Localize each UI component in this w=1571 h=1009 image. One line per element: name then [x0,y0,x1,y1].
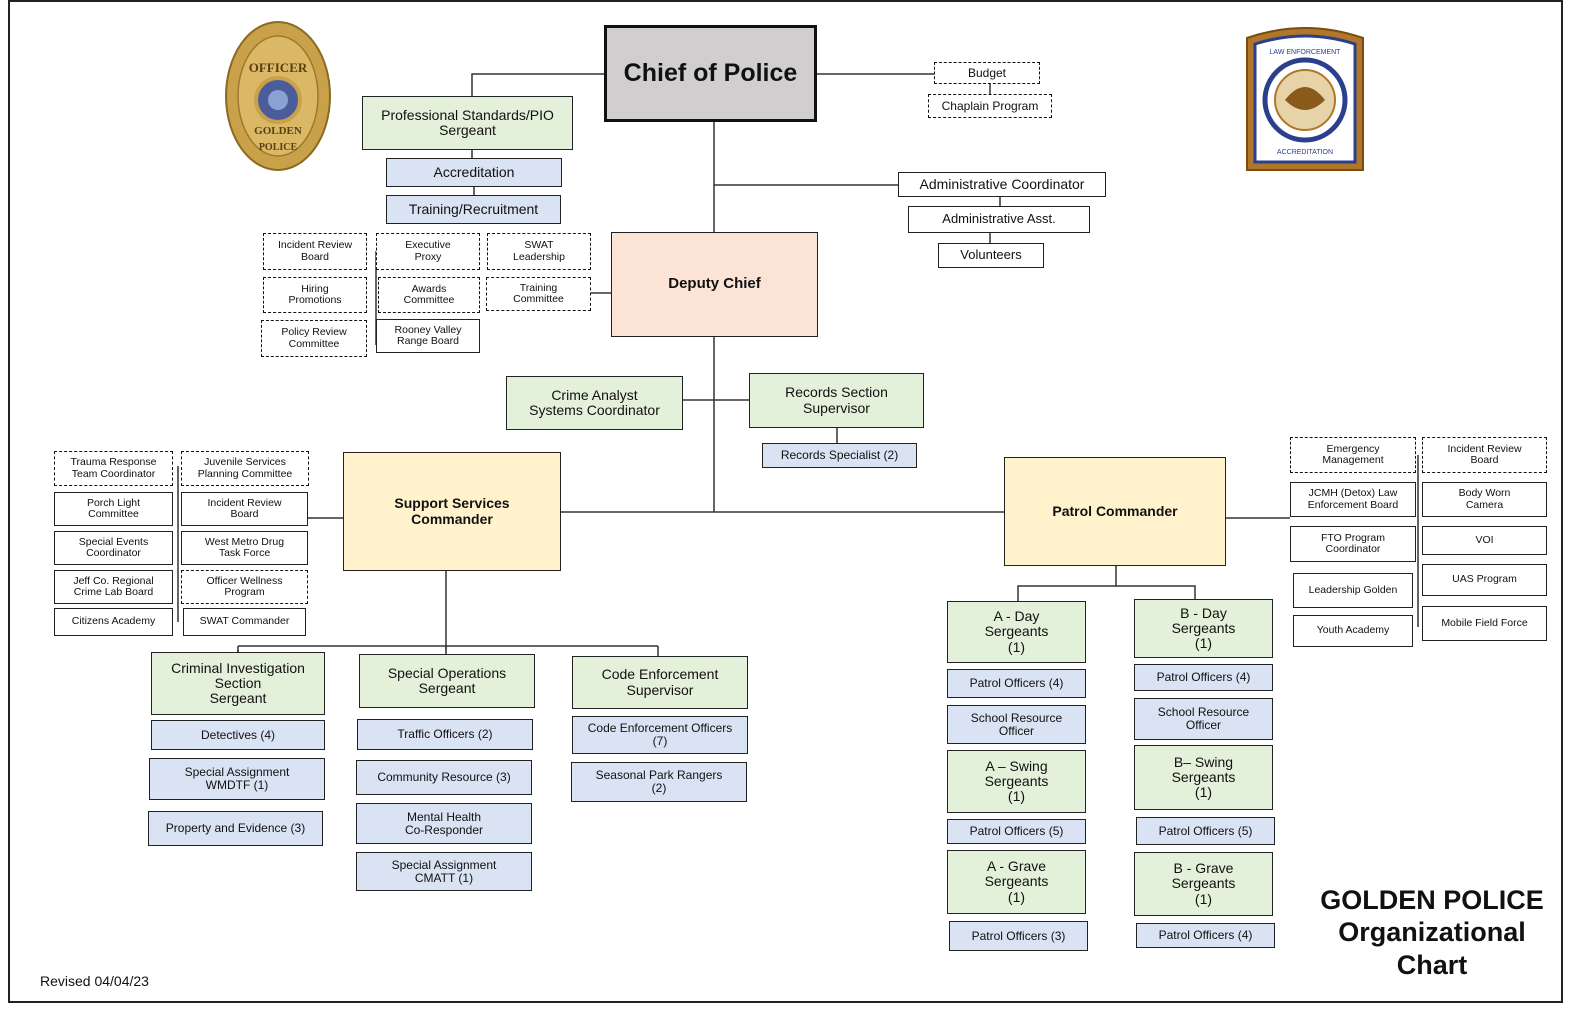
patrol-commander-box: Patrol Commander [1004,457,1226,566]
b-school-resource-officer-box: School Resource Officer [1134,698,1273,740]
pc-leadership-golden-box: Leadership Golden [1293,573,1413,608]
detectives-box: Detectives (4) [151,720,325,750]
pc-body-worn-camera-box: Body Worn Camera [1422,482,1547,517]
records-specialist-box: Records Specialist (2) [762,443,917,468]
chart-frame [8,0,1563,1003]
title-line-2: Organizational [1338,917,1526,948]
a-school-resource-officer-box: School Resource Officer [947,705,1086,744]
b-swing-sergeants-box: B– Swing Sergeants (1) [1134,745,1273,810]
ss-citizens-academy-box: Citizens Academy [54,608,173,636]
chief-of-police-box: Chief of Police [604,25,817,122]
a-swing-sergeants-box: A – Swing Sergeants (1) [947,750,1086,813]
b-swing-patrol-officers-box: Patrol Officers (5) [1136,817,1275,845]
b-day-patrol-officers-box: Patrol Officers (4) [1134,664,1273,691]
ss-officer-wellness-box: Officer Wellness Program [181,570,308,604]
ss-west-metro-box: West Metro Drug Task Force [181,531,308,565]
support-services-commander-box: Support Services Commander [343,452,561,571]
revised-date: Revised 04/04/23 [40,973,149,989]
pc-youth-academy-box: Youth Academy [1293,615,1413,647]
dc-incident-review-box: Incident Review Board [263,233,367,270]
community-resource-box: Community Resource (3) [356,760,532,795]
volunteers-box: Volunteers [938,243,1044,268]
pc-fto-program-box: FTO Program Coordinator [1290,526,1416,562]
police-badge-logo: OFFICER GOLDEN POLICE [225,21,331,171]
badge-text-mid: GOLDEN [254,125,302,137]
title-line-1: GOLDEN POLICE [1320,885,1544,915]
records-supervisor-box: Records Section Supervisor [749,373,924,428]
a-swing-patrol-officers-box: Patrol Officers (5) [947,819,1086,844]
pc-incident-review-box: Incident Review Board [1422,437,1547,473]
ss-jeffco-crime-lab-box: Jeff Co. Regional Crime Lab Board [54,570,173,604]
badge-text-top: OFFICER [249,60,308,75]
dc-hiring-promotions-box: Hiring Promotions [263,277,367,313]
pc-jcmh-board-box: JCMH (Detox) Law Enforcement Board [1290,482,1416,517]
chaplain-program-box: Chaplain Program [928,94,1052,118]
administrative-asst-box: Administrative Asst. [908,206,1090,233]
ss-special-events-box: Special Events Coordinator [54,531,173,565]
ss-trauma-response-box: Trauma Response Team Coordinator [54,451,173,486]
administrative-coordinator-box: Administrative Coordinator [898,172,1106,197]
a-grave-sergeants-box: A - Grave Sergeants (1) [947,850,1086,914]
a-grave-patrol-officers-box: Patrol Officers (3) [949,921,1088,951]
pc-uas-program-box: UAS Program [1422,564,1547,596]
a-day-sergeants-box: A - Day Sergeants (1) [947,601,1086,663]
dc-executive-proxy-box: Executive Proxy [376,233,480,270]
ss-swat-commander-box: SWAT Commander [183,608,306,636]
pc-voi-box: VOI [1422,526,1547,555]
pc-emergency-management-box: Emergency Management [1290,437,1416,473]
special-assignment-cmatt-box: Special Assignment CMATT (1) [356,852,532,891]
b-grave-patrol-officers-box: Patrol Officers (4) [1136,923,1275,948]
ss-juvenile-services-box: Juvenile Services Planning Committee [181,451,309,486]
deputy-chief-box: Deputy Chief [611,232,818,337]
pc-mobile-field-force-box: Mobile Field Force [1422,606,1547,641]
code-enforcement-supervisor-box: Code Enforcement Supervisor [572,656,748,709]
badge-text-bottom: POLICE [259,142,298,153]
b-grave-sergeants-box: B - Grave Sergeants (1) [1134,852,1273,916]
dc-swat-leadership-box: SWAT Leadership [487,233,591,270]
seasonal-park-rangers-box: Seasonal Park Rangers (2) [571,762,747,802]
dc-training-committee-box: Training Committee [486,277,591,311]
dc-awards-committee-box: Awards Committee [378,277,480,313]
crime-analyst-box: Crime Analyst Systems Coordinator [506,376,683,430]
accreditation-box: Accreditation [386,158,562,187]
budget-box: Budget [934,62,1040,84]
a-day-patrol-officers-box: Patrol Officers (4) [947,669,1086,698]
accreditation-seal-logo: LAW ENFORCEMENT ACCREDITATION [1246,27,1364,171]
code-enforcement-officers-box: Code Enforcement Officers (7) [572,716,748,754]
dc-policy-review-box: Policy Review Committee [261,320,367,357]
training-recruitment-box: Training/Recruitment [386,195,561,224]
special-operations-sergeant-box: Special Operations Sergeant [359,654,535,708]
mental-health-co-responder-box: Mental Health Co-Responder [356,803,532,844]
ss-porch-light-box: Porch Light Committee [54,492,173,526]
dc-rooney-valley-box: Rooney Valley Range Board [376,319,480,353]
professional-standards-box: Professional Standards/PIO Sergeant [362,96,573,150]
special-assignment-wmdtf-box: Special Assignment WMDTF (1) [149,758,325,800]
b-day-sergeants-box: B - Day Sergeants (1) [1134,599,1273,658]
criminal-investigation-sergeant-box: Criminal Investigation Section Sergeant [151,652,325,715]
traffic-officers-box: Traffic Officers (2) [357,719,533,750]
title-line-3: Chart [1396,949,1468,980]
ss-incident-review-box: Incident Review Board [181,492,308,526]
seal-text-top: LAW ENFORCEMENT [1270,49,1342,56]
seal-text-bottom: ACCREDITATION [1277,149,1333,156]
property-evidence-box: Property and Evidence (3) [148,811,323,846]
org-chart-title: GOLDEN POLICE Organizational Chart [1308,884,1556,981]
